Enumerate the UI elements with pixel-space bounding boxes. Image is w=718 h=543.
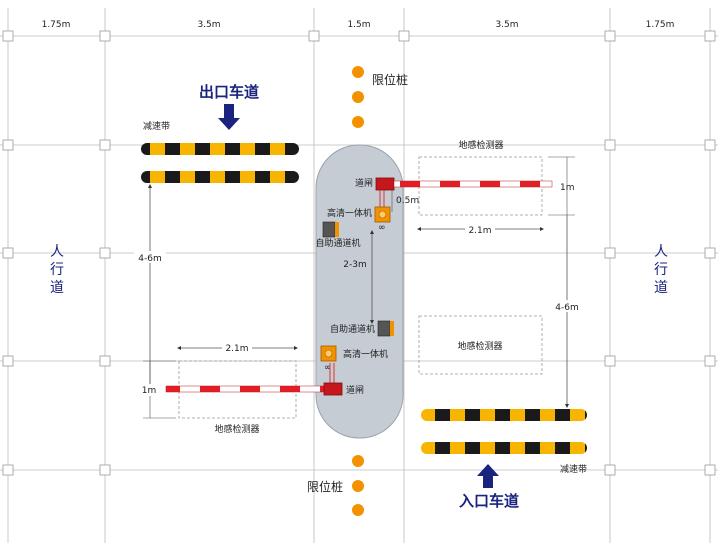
barrier-bottom-label: 道闸: [346, 384, 364, 396]
loop-mid-right-label: 地感检测器: [457, 340, 502, 352]
speed-bump-top-2: [141, 171, 299, 183]
kiosk-top-icon: [322, 221, 336, 238]
camera-top-label: 高清一体机: [327, 207, 372, 219]
dim-05: 0.5m: [396, 196, 419, 206]
dim-1m-left: 1m: [142, 386, 157, 396]
svg-text:∞: ∞: [324, 363, 332, 373]
sidewalk-right-char-2: 行: [654, 262, 668, 278]
loop-detector-mid-right: [418, 315, 543, 375]
dim-1m-right: 1m: [560, 183, 575, 193]
top-dimensions: 1.75m 3.5m 1.5m 3.5m 1.75m: [42, 20, 675, 30]
speed-bump-top-label: 减速带: [143, 120, 170, 132]
limit-post-bottom-label: 限位桩: [307, 479, 343, 494]
dim-2-3m: 2-3m: [343, 260, 366, 270]
speed-bump-bottom-label: 减速带: [560, 463, 587, 475]
sidewalk-left-char-1: 人: [50, 244, 64, 260]
grid-lines: [0, 8, 718, 543]
sidewalk-right-char-1: 人: [654, 244, 668, 260]
dim-lane-left: 3.5m: [197, 20, 220, 30]
exit-arrow-icon: [218, 104, 240, 130]
loop-top-right-label: 地感检测器: [458, 139, 503, 151]
dim-lane-right: 3.5m: [495, 20, 518, 30]
sidewalk-left-char-3: 道: [50, 280, 64, 296]
dim-4-6m-left: 4-6m: [138, 254, 161, 264]
dim-sidewalk-right: 1.75m: [646, 20, 675, 30]
dim-2-1m-left: 2.1m: [225, 344, 248, 354]
limit-posts-top: [352, 66, 364, 128]
barrier-bottom-boom: [165, 385, 325, 393]
barrier-top-housing: [375, 177, 395, 191]
dim-2-1m-right: 2.1m: [468, 226, 491, 236]
kiosk-bottom-label: 自助通道机: [330, 323, 375, 335]
barrier-top-label: 道闸: [355, 177, 373, 189]
dim-sidewalk-left: 1.75m: [42, 20, 71, 30]
sidewalk-right-char-3: 道: [654, 280, 668, 296]
kiosk-bottom-icon: [377, 320, 391, 337]
speed-bump-bottom-1: [421, 409, 587, 421]
sidewalk-left: 人 行 道: [50, 244, 64, 296]
kiosk-top-label: 自助通道机: [315, 237, 360, 249]
dim-4-6m-right: 4-6m: [555, 303, 578, 313]
limit-post-top-label: 限位桩: [372, 72, 408, 87]
barrier-top-boom: [393, 180, 553, 188]
camera-bottom-label: 高清一体机: [343, 348, 388, 360]
grid-nodes: [2, 30, 716, 476]
speed-bump-bottom-2: [421, 442, 587, 454]
entry-arrow-icon: [477, 464, 499, 488]
sidewalk-left-char-2: 行: [50, 262, 64, 278]
limit-posts-bottom: [352, 455, 364, 516]
loop-bottom-left-label: 地感检测器: [214, 423, 259, 435]
exit-lane-label: 出口车道: [199, 83, 259, 101]
dim-island: 1.5m: [347, 20, 370, 30]
svg-text:∞: ∞: [378, 223, 386, 233]
entry-lane-label: 入口车道: [459, 492, 519, 510]
speed-bump-top-1: [141, 143, 299, 155]
sidewalk-right: 人 行 道: [654, 244, 668, 296]
barrier-bottom-housing: [323, 382, 343, 396]
